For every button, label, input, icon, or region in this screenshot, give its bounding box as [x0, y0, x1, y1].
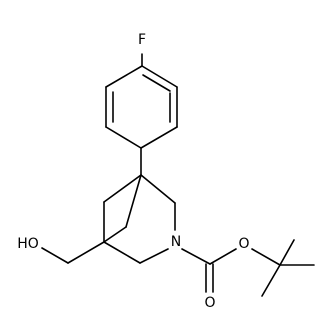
bond-tert-methyl-down: [261, 264, 281, 297]
hydroxyl-label: HO: [17, 236, 39, 252]
bond-c1-c2: [141, 65, 178, 88]
fluorine-label: F: [138, 32, 146, 48]
bond-ch2-oh: [41, 247, 69, 264]
bond-nitrogen-bottom: [139, 248, 169, 264]
bond-lines: [41, 53, 315, 297]
bond-tert-methyl-up: [279, 239, 295, 266]
carbonyl-oxygen-label: O: [204, 295, 215, 311]
ester-oxygen-label: O: [238, 236, 249, 252]
atom-labels: F HO N O O: [17, 32, 249, 311]
bond-c6-c1: [105, 65, 143, 88]
bond-bridge-ch2: [67, 241, 105, 264]
bond-nitrogen-carbonyl: [181, 248, 211, 265]
bond-top-bridge: [125, 174, 142, 228]
bond-left-top: [103, 174, 142, 203]
bond-top-right: [140, 174, 176, 204]
bond-c3-c4: [140, 126, 178, 149]
bond-ester-o-tert-carbon: [251, 248, 281, 266]
bond-bridge-left: [103, 226, 127, 243]
bond-c4-c5: [105, 126, 142, 149]
nitrogen-label: N: [171, 234, 181, 250]
bond-carbonyl-ester-o: [209, 248, 237, 265]
bond-bottom-left-bridge: [103, 241, 141, 264]
aromatic-double-bond-top: [142, 74, 171, 92]
